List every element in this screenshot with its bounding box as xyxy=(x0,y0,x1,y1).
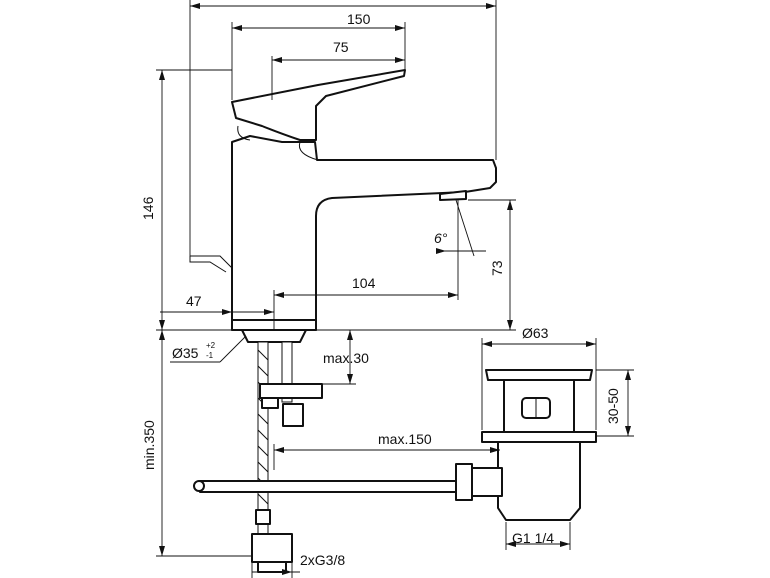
dim-2xg3-8: 2xG3/8 xyxy=(300,552,345,568)
dim-75: 75 xyxy=(333,39,349,55)
dimension-lines xyxy=(156,0,634,578)
dim-104: 104 xyxy=(352,275,376,291)
dim-hole-tol-minus: -1 xyxy=(206,351,214,360)
dim-hole-35: Ø35 xyxy=(172,345,199,361)
dim-max150: max.150 xyxy=(378,431,432,447)
dim-6-degree: 6° xyxy=(434,230,448,246)
waste-assembly xyxy=(193,369,597,521)
hoses-and-fixing xyxy=(251,341,323,573)
dim-73: 73 xyxy=(489,260,505,276)
faucet-body xyxy=(189,69,497,343)
dim-47: 47 xyxy=(186,293,202,309)
dim-30-50: 30-50 xyxy=(605,388,621,424)
dim-hole-tol-plus: +2 xyxy=(206,341,216,350)
dim-max30: max.30 xyxy=(323,350,369,366)
dim-63: Ø63 xyxy=(522,325,549,341)
dim-150: 150 xyxy=(347,11,371,27)
dim-146: 146 xyxy=(140,196,156,220)
dim-min350: min.350 xyxy=(141,420,157,470)
dimension-labels: 150 75 146 73 104 47 6° Ø35 +2 -1 max.30… xyxy=(140,11,621,568)
dim-g1-1-4: G1 1/4 xyxy=(512,530,554,546)
